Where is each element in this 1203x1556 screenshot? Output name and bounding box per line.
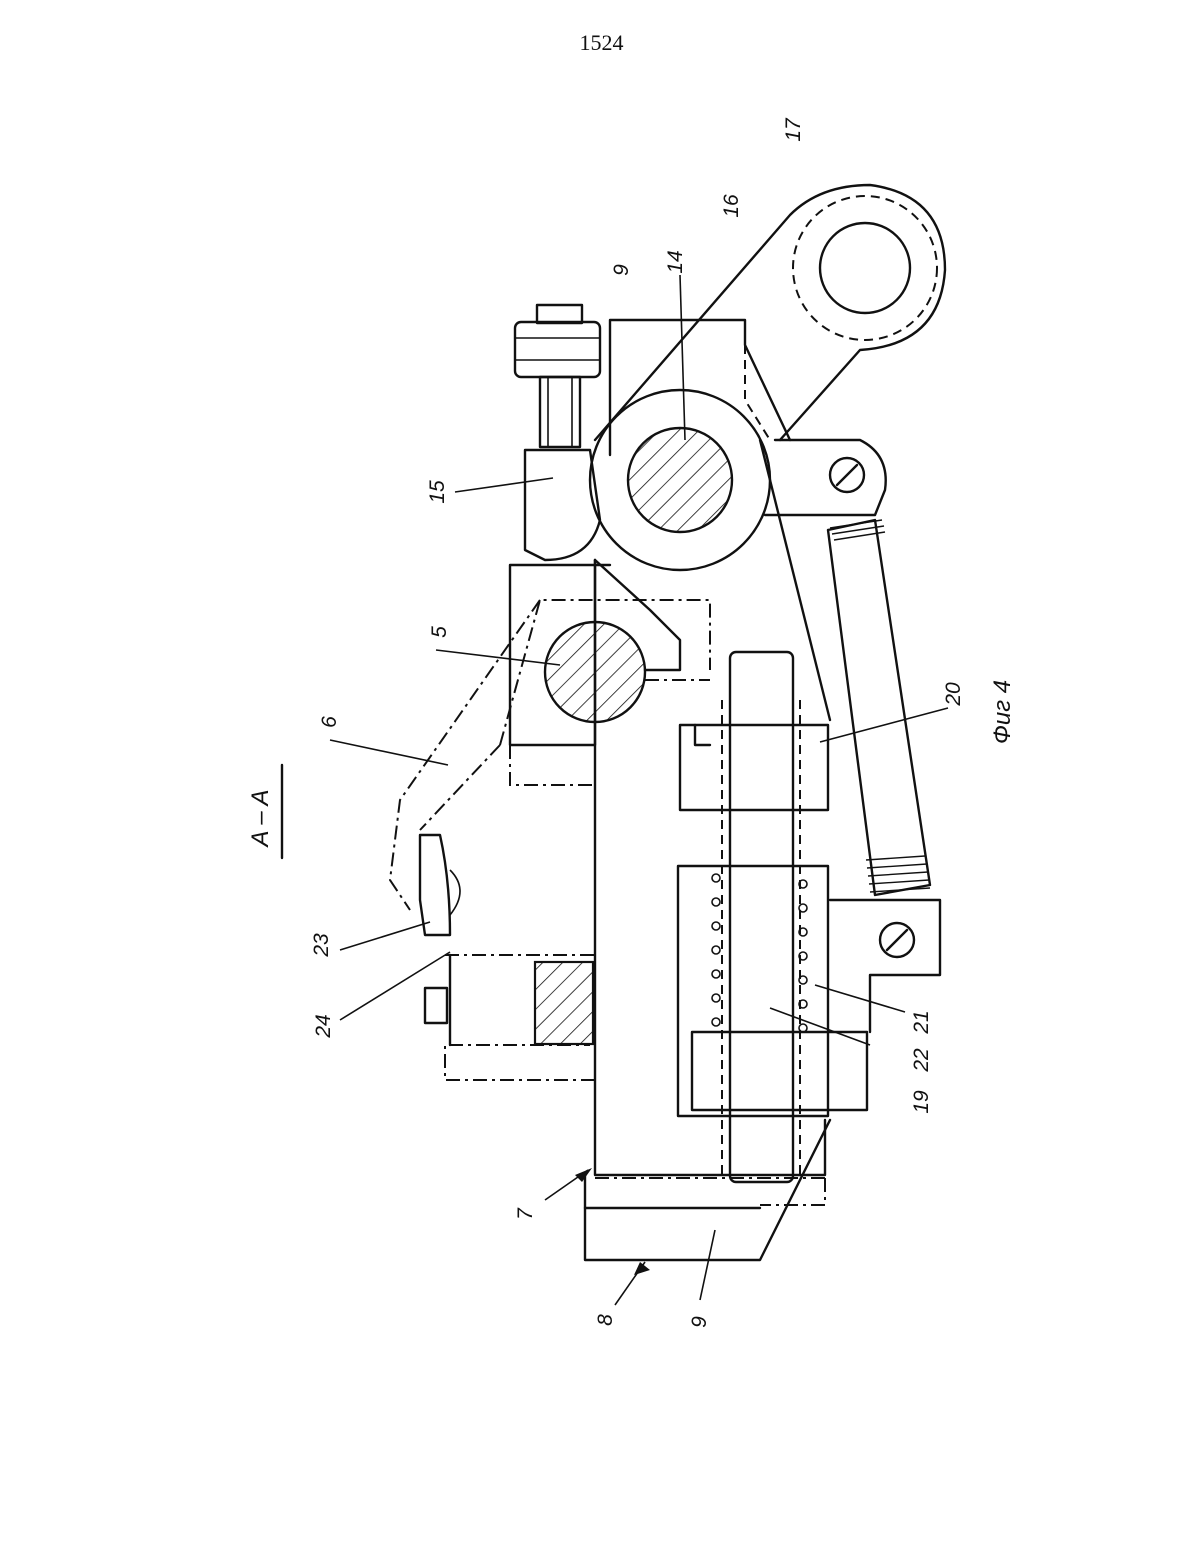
label-20: 20 (942, 682, 965, 707)
label-6: 6 (318, 716, 341, 728)
upper-bracket (765, 440, 886, 515)
rod-assembly (680, 652, 828, 1182)
label-7: 7 (514, 1207, 537, 1220)
label-17: 17 (782, 117, 805, 142)
slider-19 (692, 1032, 867, 1110)
tension-spring (760, 440, 930, 895)
axle-5 (500, 560, 710, 745)
label-24: 24 (312, 1014, 335, 1038)
part-15-block (525, 450, 600, 560)
part-24-block (425, 955, 595, 1045)
figure-caption: Фиг 4 (989, 680, 1016, 744)
label-9-top: 9 (610, 264, 633, 276)
label-22: 22 (910, 1048, 933, 1073)
arm-6 (390, 600, 540, 935)
label-14: 14 (664, 250, 687, 273)
arrow-7 (575, 1168, 592, 1182)
section-label-text: A – A (247, 790, 274, 849)
bolt (515, 305, 600, 447)
shaft-14 (628, 428, 732, 532)
label-16: 16 (720, 194, 743, 218)
spring-housing (678, 866, 828, 1116)
label-23: 23 (310, 933, 333, 958)
pawl-23 (420, 835, 450, 935)
leader-lines (330, 275, 948, 1305)
label-15: 15 (426, 480, 449, 504)
label-19: 19 (910, 1090, 933, 1114)
part-labels: 9 14 16 17 15 5 6 20 23 24 21 22 19 7 8 … (310, 117, 965, 1328)
label-9-bottom: 9 (688, 1316, 711, 1328)
label-8: 8 (594, 1314, 617, 1326)
lever-16 (590, 185, 945, 570)
arrow-8 (634, 1262, 650, 1275)
label-5: 5 (428, 626, 451, 638)
section-label: A – A (247, 765, 282, 858)
label-21: 21 (910, 1010, 933, 1034)
